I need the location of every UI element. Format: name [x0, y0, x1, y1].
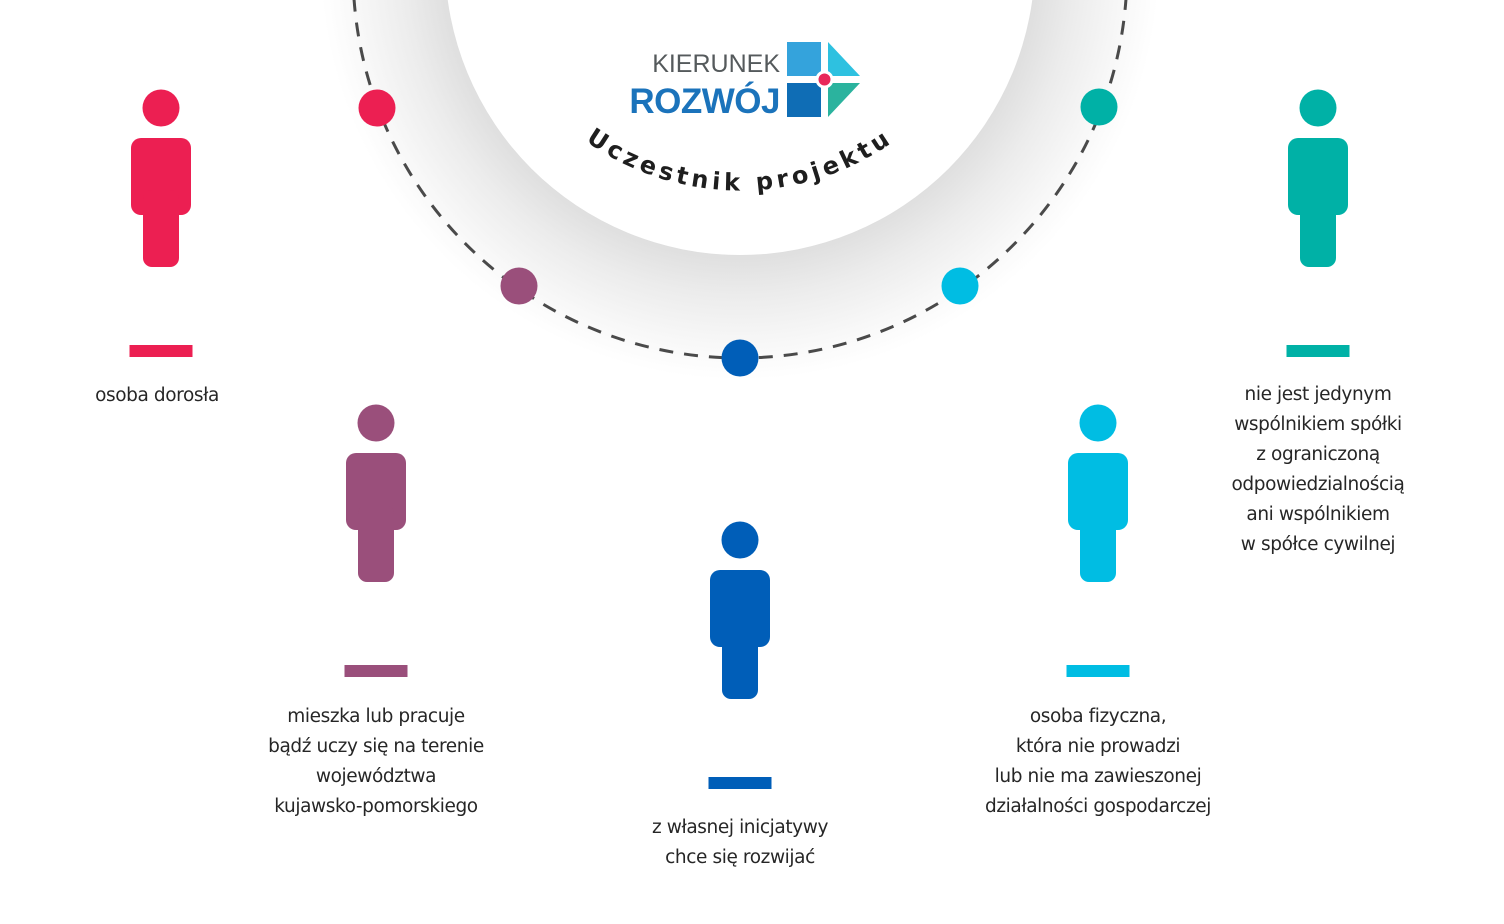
logo-icon [787, 42, 860, 117]
connector-dot-no-business [941, 267, 979, 305]
person-icon-region [346, 404, 406, 582]
connector-dot-not-partner [1080, 88, 1118, 126]
caption-not-partner: nie jest jedynym wspólnikiem spółki z og… [1158, 380, 1478, 560]
person-head [721, 521, 759, 559]
person-legs [358, 505, 394, 582]
logo: KIERUNEK ROZWÓJ [620, 40, 870, 122]
caption-line: osoba fizyczna, [1029, 706, 1167, 727]
caption-initiative: z własnej inicjatywy chce się rozwijać [580, 813, 900, 873]
person-icon-adult [131, 89, 191, 267]
connector-dot-initiative [721, 339, 759, 377]
person-legs [722, 622, 758, 699]
person-legs [143, 190, 179, 267]
caption-line: mieszka lub pracuje [287, 706, 465, 727]
logo-line2: ROZWÓJ [629, 82, 780, 121]
person-head [1079, 404, 1117, 442]
logo-line1: KIERUNEK [652, 50, 780, 78]
caption-line: kujawsko-pomorskiego [274, 796, 478, 817]
person-legs [1080, 505, 1116, 582]
caption-line: nie jest jedynym [1244, 384, 1392, 405]
figures [129, 89, 1350, 789]
person-legs [1300, 190, 1336, 267]
caption-line: województwa [315, 766, 437, 787]
person-icon-initiative [710, 521, 770, 699]
caption-line: z ograniczoną [1256, 444, 1380, 465]
caption-line: w spółce cywilnej [1240, 534, 1396, 555]
caption-line: która nie prowadzi [1015, 736, 1181, 757]
caption-no-business: osoba fizyczna, która nie prowadzi lub n… [938, 702, 1258, 822]
person-head [1299, 89, 1337, 127]
caption-line: lub nie ma zawieszonej [994, 766, 1202, 787]
caption-line: wspólnikiem spółki [1234, 414, 1402, 435]
accent-bar-region [344, 665, 408, 677]
accent-bar-no-business [1066, 665, 1130, 677]
connector-dot-region [500, 267, 538, 305]
caption-line: osoba dorosła [95, 385, 219, 406]
caption-line: bądź uczy się na terenie [268, 736, 484, 757]
accent-bar-adult [129, 345, 193, 357]
logo-triangle-bottom [828, 83, 860, 117]
caption-line: z własnej inicjatywy [651, 817, 828, 838]
caption-adult: osoba dorosła [0, 381, 317, 411]
person-icon-not-partner [1288, 89, 1348, 267]
caption-line: działalności gospodarczej [985, 796, 1211, 817]
connector-dot-adult [358, 89, 396, 127]
center-disc [447, 0, 1033, 255]
connector-dots [358, 88, 1118, 377]
person-icon-no-business [1068, 404, 1128, 582]
logo-tile-bottom-left [787, 83, 821, 117]
caption-line: chce się rozwijać [665, 847, 815, 868]
accent-bar-initiative [708, 777, 772, 789]
logo-tile-top-left [787, 42, 821, 76]
person-head [142, 89, 180, 127]
caption-region: mieszka lub pracuje bądź uczy się na ter… [216, 702, 536, 822]
person-head [357, 404, 395, 442]
accent-bar-not-partner [1286, 345, 1350, 357]
caption-line: odpowiedzialnością [1231, 474, 1405, 495]
caption-line: ani wspólnikiem [1246, 504, 1390, 525]
logo-triangle-top [828, 42, 860, 76]
logo-center-dot [818, 73, 831, 86]
